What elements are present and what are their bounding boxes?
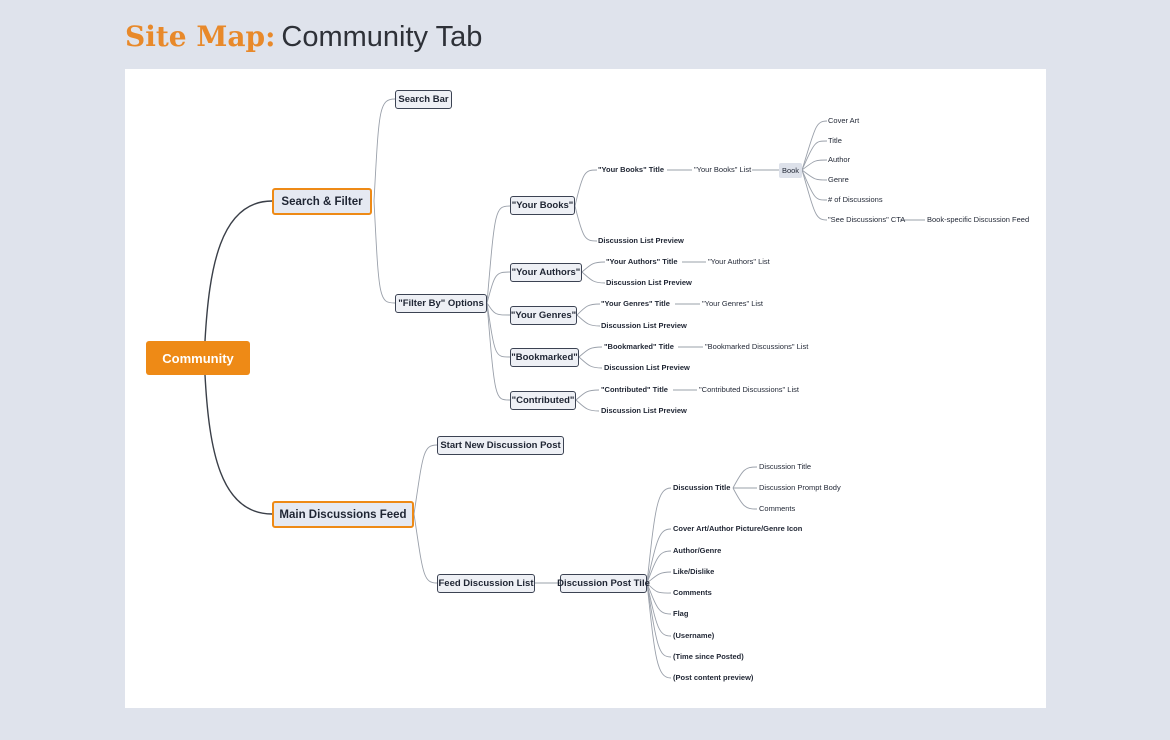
node-your-genres[interactable]: "Your Genres" [510, 306, 577, 325]
label-discussion-list-preview: Discussion List Preview [601, 321, 687, 330]
label-tile-field: Like/Dislike [673, 567, 715, 576]
label-discussion-list-preview: Discussion List Preview [604, 363, 690, 372]
node-your-books[interactable]: "Your Books" [510, 196, 575, 215]
label-discussion-list-preview: Discussion List Preview [606, 278, 692, 287]
node-search-bar[interactable]: Search Bar [395, 90, 452, 109]
label-book-field: Author [828, 155, 851, 164]
connector-lines [204, 98, 925, 679]
label-contributed-list: "Contributed Discussions" List [699, 385, 799, 394]
node-contributed[interactable]: "Contributed" [510, 391, 576, 410]
node-start-new-discussion-post[interactable]: Start New Discussion Post [437, 436, 564, 455]
label-book-field: # of Discussions [828, 195, 883, 204]
label-title-child: Discussion Title [759, 462, 812, 471]
node-discussion-post-tile[interactable]: Discussion Post Tile [557, 574, 650, 593]
label-contributed-title: "Contributed" Title [601, 385, 668, 394]
label-discussion-list-preview: Discussion List Preview [598, 236, 684, 245]
node-bookmarked[interactable]: "Bookmarked" [510, 348, 579, 367]
label-book-field: "See Discussions" CTA [828, 215, 906, 224]
node-main-discussions-feed[interactable]: Main Discussions Feed [272, 501, 414, 528]
label-your-books-list: "Your Books" List [694, 165, 752, 174]
label-your-authors-title: "Your Authors" Title [606, 257, 678, 266]
root-node-community[interactable]: Community [146, 341, 250, 375]
label-tile-field: (Post content preview) [673, 673, 754, 682]
label-your-books-title: "Your Books" Title [598, 165, 665, 174]
label-tile-field: (Username) [673, 631, 715, 640]
connector-root-search [204, 200, 273, 342]
label-book-field: Title [828, 136, 842, 145]
label-tile-field: (Time since Posted) [673, 652, 744, 661]
label-title-child: Discussion Prompt Body [759, 483, 841, 492]
label-title-child: Comments [759, 504, 796, 513]
label-bookmarked-list: "Bookmarked Discussions" List [705, 342, 809, 351]
label-your-genres-list: "Your Genres" List [702, 299, 763, 308]
label-tile-field: Author/Genre [673, 546, 722, 555]
heading-lead: Site Map: [125, 20, 276, 53]
connector-root-feed [204, 374, 273, 515]
label-tile-field: Flag [673, 609, 689, 618]
node-book[interactable]: Book [779, 163, 802, 178]
node-filter-by-options[interactable]: "Filter By" Options [395, 294, 487, 313]
label-book-specific-feed: Book-specific Discussion Feed [927, 215, 1030, 224]
label-discussion-list-preview: Discussion List Preview [601, 406, 687, 415]
label-book-field: Genre [828, 175, 849, 184]
label-tile-field: Comments [673, 588, 712, 597]
label-your-genres-title: "Your Genres" Title [601, 299, 670, 308]
label-book-field: Cover Art [828, 116, 860, 125]
label-your-authors-list: "Your Authors" List [708, 257, 770, 266]
label-discussion-title: Discussion Title [673, 483, 731, 492]
page-heading: Site Map:Community Tab [125, 20, 482, 60]
node-feed-discussion-list[interactable]: Feed Discussion List [437, 574, 535, 593]
label-bookmarked-title: "Bookmarked" Title [604, 342, 674, 351]
label-tile-field: Cover Art/Author Picture/Genre Icon [673, 524, 803, 533]
node-your-authors[interactable]: "Your Authors" [510, 263, 582, 282]
node-search-filter[interactable]: Search & Filter [272, 188, 372, 215]
mindmap-canvas: Community Search & Filter Main Discussio… [125, 69, 1046, 708]
heading-title: Community Tab [281, 21, 483, 53]
